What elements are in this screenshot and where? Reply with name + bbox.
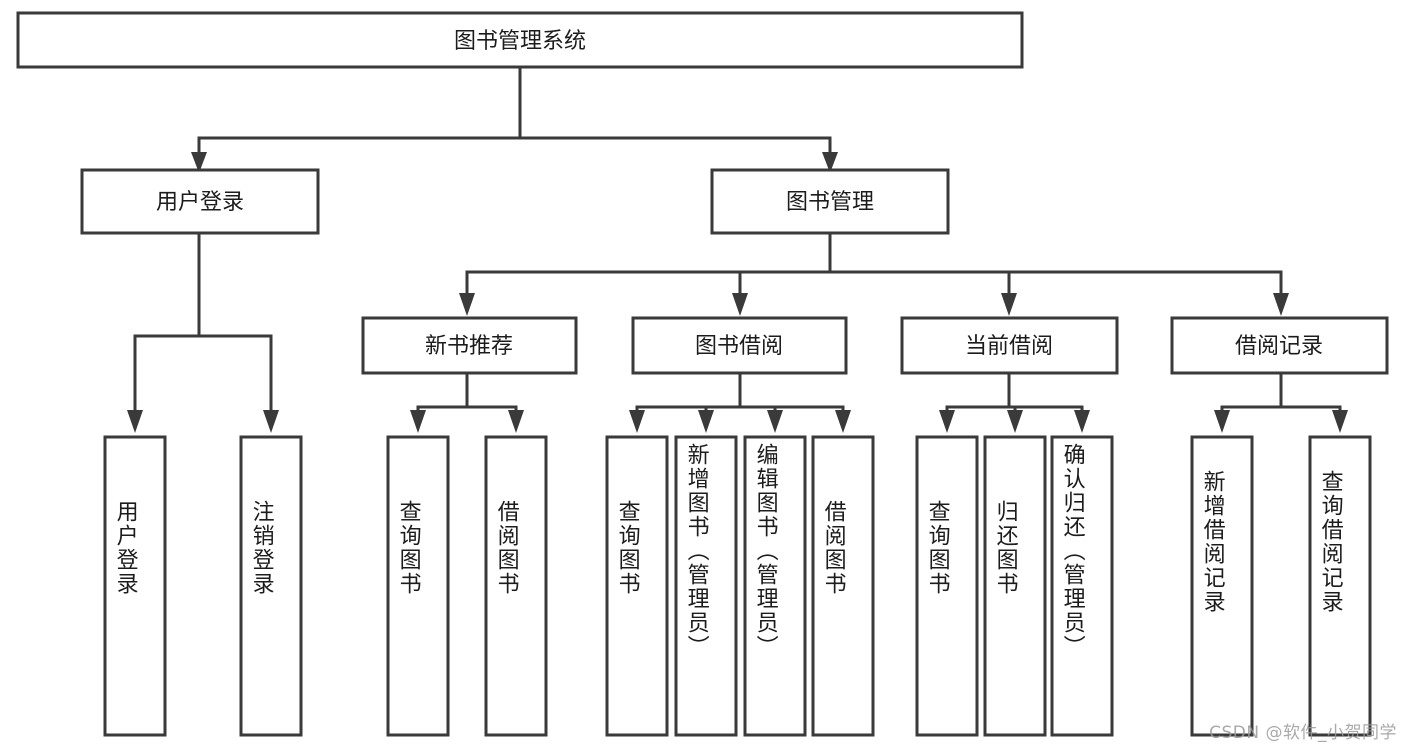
arrowhead-to-new-book-recommend (459, 293, 475, 316)
node-current-borrow-label: 当前借阅 (965, 334, 1053, 359)
arrowhead-to-book-management (822, 152, 838, 173)
arrowhead-leaf-logout (263, 410, 279, 433)
arrowhead-leaf-add-book (698, 410, 714, 433)
node-leaf-return-book[interactable] (983, 435, 1047, 737)
node-leaf-query-record[interactable] (1308, 435, 1372, 737)
node-new-book-recommend[interactable] (361, 316, 578, 375)
node-leaf-edit-book[interactable] (743, 435, 807, 737)
node-new-book-recommend-label: 新书推荐 (425, 334, 513, 359)
arrowhead-to-user-login (191, 152, 207, 173)
arrowhead-leaf-confirm-return (1074, 410, 1090, 433)
node-leaf-logout[interactable] (239, 435, 303, 737)
arrowhead-leaf-borrow-book-2 (835, 410, 851, 433)
node-user-login-label: 用户登录 (156, 190, 244, 215)
csdn-watermark: CSDN @软件_小贺同学 (1209, 723, 1397, 743)
node-leaf-add-book[interactable] (674, 435, 738, 737)
arrowhead-leaf-query-book-3 (939, 410, 955, 433)
node-leaf-query-book-1[interactable] (386, 435, 450, 737)
arrowhead-leaf-query-book-1 (410, 410, 426, 433)
node-leaf-user-login[interactable] (103, 435, 167, 737)
arrowhead-leaf-query-book-2 (629, 410, 645, 433)
arrowhead-leaf-user-login (127, 410, 143, 433)
connector-layer (127, 65, 1348, 433)
arrowhead-leaf-return-book (1007, 410, 1023, 433)
node-book-borrow[interactable] (631, 316, 848, 375)
node-book-management-label: 图书管理 (786, 190, 874, 215)
node-leaf-query-book-3[interactable] (915, 435, 979, 737)
arrowhead-to-book-borrow (732, 293, 748, 316)
node-leaf-borrow-book-1[interactable] (484, 435, 548, 737)
node-leaf-borrow-book-2[interactable] (811, 435, 875, 737)
node-user-login[interactable] (80, 168, 320, 235)
arrowhead-to-borrow-record (1273, 293, 1289, 316)
node-leaf-query-book-2[interactable] (605, 435, 669, 737)
node-leaf-add-record[interactable] (1190, 435, 1254, 737)
arrowhead-leaf-add-record (1214, 410, 1230, 433)
node-root[interactable] (16, 11, 1024, 69)
node-root-label: 图书管理系统 (454, 29, 586, 54)
arrowhead-leaf-borrow-book-1 (508, 410, 524, 433)
node-borrow-record[interactable] (1170, 316, 1389, 375)
arrowhead-leaf-query-record (1332, 410, 1348, 433)
node-borrow-record-label: 借阅记录 (1235, 334, 1323, 359)
arrowhead-leaf-edit-book (767, 410, 783, 433)
node-book-borrow-label: 图书借阅 (695, 334, 783, 359)
node-book-management[interactable] (710, 168, 950, 235)
node-current-borrow[interactable] (900, 316, 1119, 375)
node-leaf-confirm-return[interactable] (1050, 435, 1114, 737)
arrowhead-to-current-borrow (1001, 293, 1017, 316)
node-layer: 图书管理系统 用户登录 图书管理 新书推荐 图书借阅 当前借阅 借阅记录 (16, 11, 1389, 737)
